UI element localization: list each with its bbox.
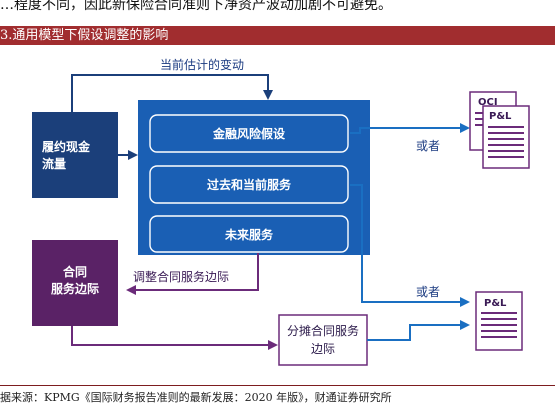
oci-label: OCI xyxy=(478,97,498,108)
amortize-csm-box xyxy=(278,314,368,366)
past-current-service-arrow xyxy=(350,184,470,307)
or-label-bottom: 或者 xyxy=(416,285,440,299)
past-current-service-box xyxy=(149,165,349,204)
source-note: 据来源：KPMG《国际财务报告准则的最新发展：2020 年版》，财通证券研究所 xyxy=(0,391,392,404)
fulfilment-cash-flow-box xyxy=(32,112,118,198)
amortize-csm-label-1: 分摊合同服务 xyxy=(287,323,359,338)
adjust-csm-label: 调整合同服务边际 xyxy=(133,269,229,284)
figure-title: 3.通用模型下假设调整的影响 xyxy=(0,26,555,45)
financial-risk-arrow xyxy=(350,123,470,134)
financial-risk-box xyxy=(149,114,349,153)
past-current-service-label: 过去和当前服务 xyxy=(207,177,292,192)
or-label-top: 或者 xyxy=(416,139,440,153)
future-service-label: 未来服务 xyxy=(224,227,274,242)
pl-document-icon-top: P&L xyxy=(482,105,530,169)
csm-label-1: 合同 xyxy=(63,264,87,279)
intro-text: …程度不同，因此新保险合同准则下净资产波动加剧不可避免。 xyxy=(0,0,392,12)
pl-label-top: P&L xyxy=(489,111,512,122)
financial-risk-label: 金融风险假设 xyxy=(212,126,286,141)
future-service-box xyxy=(149,215,349,253)
amortize-to-pl-arrow xyxy=(367,320,470,341)
pl-label-bottom: P&L xyxy=(484,298,507,309)
future-service-to-csm-arrow xyxy=(126,253,259,295)
csm-to-amortize-arrow xyxy=(71,326,278,350)
fulfilment-cash-flow-label-2: 流量 xyxy=(42,156,66,171)
amortize-csm-label-2: 边际 xyxy=(311,342,335,356)
current-estimate-label: 当前估计的变动 xyxy=(160,57,244,72)
csm-label-2: 服务边际 xyxy=(51,281,99,296)
source-divider xyxy=(0,385,555,386)
csm-box xyxy=(32,240,118,326)
current-estimate-arrow xyxy=(71,74,273,112)
pl-document-icon-bottom: P&L xyxy=(475,291,523,351)
assumptions-container xyxy=(138,100,370,255)
fulfilment-cash-flow-label-1: 履约现金 xyxy=(41,139,91,154)
